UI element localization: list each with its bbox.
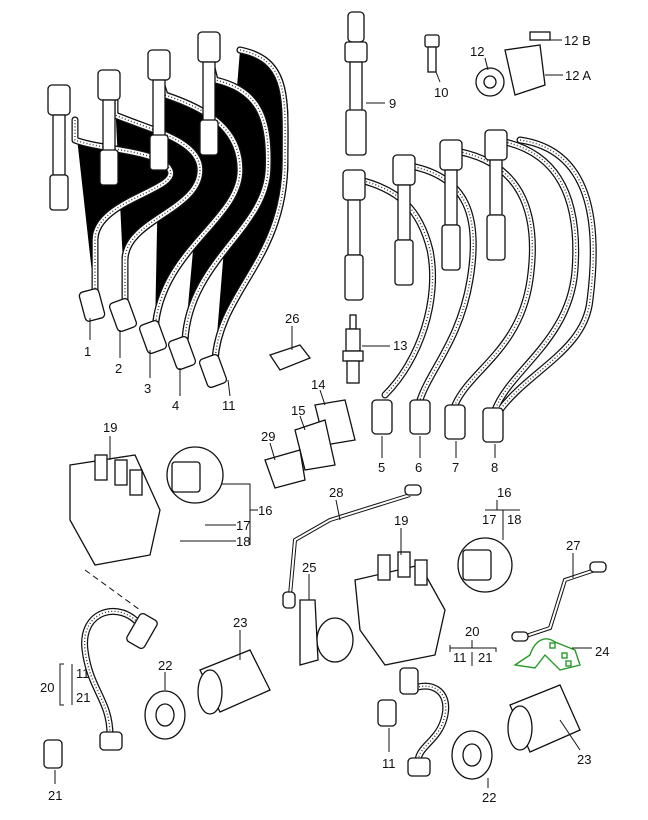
label-22-left[interactable]: 22 xyxy=(158,658,172,673)
label-12b[interactable]: 12 B xyxy=(564,33,591,48)
label-29[interactable]: 29 xyxy=(261,429,275,444)
label-8[interactable]: 8 xyxy=(491,460,498,475)
label-20-left-21[interactable]: 21 xyxy=(76,690,90,705)
dashed-connection xyxy=(84,569,141,611)
label-23-left[interactable]: 23 xyxy=(233,615,247,630)
label-9[interactable]: 9 xyxy=(389,96,396,111)
ground-cable-27[interactable] xyxy=(511,561,607,642)
label-2[interactable]: 2 xyxy=(115,361,122,376)
rotor-left[interactable] xyxy=(166,446,224,504)
label-20-left-11[interactable]: 11 xyxy=(76,666,90,681)
bracket-26[interactable] xyxy=(268,344,312,371)
label-20-right[interactable]: 20 xyxy=(465,624,479,639)
label-6[interactable]: 6 xyxy=(415,460,422,475)
label-17-left[interactable]: 17 xyxy=(236,518,250,533)
label-23-right[interactable]: 23 xyxy=(577,752,591,767)
label-28[interactable]: 28 xyxy=(329,485,343,500)
clamp-24-highlighted[interactable] xyxy=(513,638,581,671)
clamp-25[interactable] xyxy=(299,599,354,666)
label-16-right-17[interactable]: 17 xyxy=(482,512,496,527)
connector-10[interactable] xyxy=(424,34,440,73)
right-spark-plug-boots[interactable] xyxy=(342,129,508,443)
label-12a[interactable]: 12 A xyxy=(565,68,591,83)
label-18-left[interactable]: 18 xyxy=(236,534,250,549)
distributor-cap-19-left[interactable] xyxy=(69,454,161,566)
label-20-right-21[interactable]: 21 xyxy=(478,650,492,665)
label-15[interactable]: 15 xyxy=(291,403,305,418)
label-12[interactable]: 12 xyxy=(470,44,484,59)
spark-plug-13[interactable] xyxy=(342,314,364,384)
label-1[interactable]: 1 xyxy=(84,344,91,359)
label-5[interactable]: 5 xyxy=(378,460,385,475)
label-4[interactable]: 4 xyxy=(172,398,179,413)
label-26[interactable]: 26 xyxy=(285,311,299,326)
label-7[interactable]: 7 xyxy=(452,460,459,475)
label-25[interactable]: 25 xyxy=(302,560,316,575)
leader-lines xyxy=(54,39,592,788)
label-19-right[interactable]: 19 xyxy=(394,513,408,528)
coil-boot-22-left[interactable] xyxy=(144,690,186,740)
distributor-connector-12[interactable] xyxy=(475,31,551,97)
label-13[interactable]: 13 xyxy=(393,338,407,353)
rotor-right[interactable] xyxy=(457,537,513,593)
coil-lead-ends[interactable] xyxy=(43,612,431,777)
label-19-left[interactable]: 19 xyxy=(103,420,117,435)
distributor-cap-19-right[interactable] xyxy=(354,551,446,666)
label-21[interactable]: 21 xyxy=(48,788,62,803)
label-11-right[interactable]: 11 xyxy=(382,756,396,771)
ground-cable-28[interactable] xyxy=(282,484,422,609)
ignition-coil-23-left[interactable] xyxy=(197,649,271,715)
label-3[interactable]: 3 xyxy=(144,381,151,396)
part-labels: 1 2 3 4 11 26 13 14 15 29 9 10 12 12 B 1… xyxy=(40,33,609,805)
label-16-left[interactable]: 16 xyxy=(258,503,272,518)
label-27[interactable]: 27 xyxy=(566,538,580,553)
label-16-right-18[interactable]: 18 xyxy=(507,512,521,527)
left-spark-plug-boots xyxy=(47,31,228,389)
label-10[interactable]: 10 xyxy=(434,85,448,100)
label-24[interactable]: 24 xyxy=(595,644,609,659)
label-22-right[interactable]: 22 xyxy=(482,790,496,805)
single-boot-9[interactable] xyxy=(344,11,368,156)
ignition-coil-23-right[interactable] xyxy=(507,684,581,753)
label-14[interactable]: 14 xyxy=(311,377,325,392)
label-11[interactable]: 11 xyxy=(222,398,236,413)
label-20-right-11[interactable]: 11 xyxy=(453,650,467,665)
label-20-left[interactable]: 20 xyxy=(40,680,54,695)
coil-boot-22-right[interactable] xyxy=(451,730,493,780)
label-16-right[interactable]: 16 xyxy=(497,485,511,500)
